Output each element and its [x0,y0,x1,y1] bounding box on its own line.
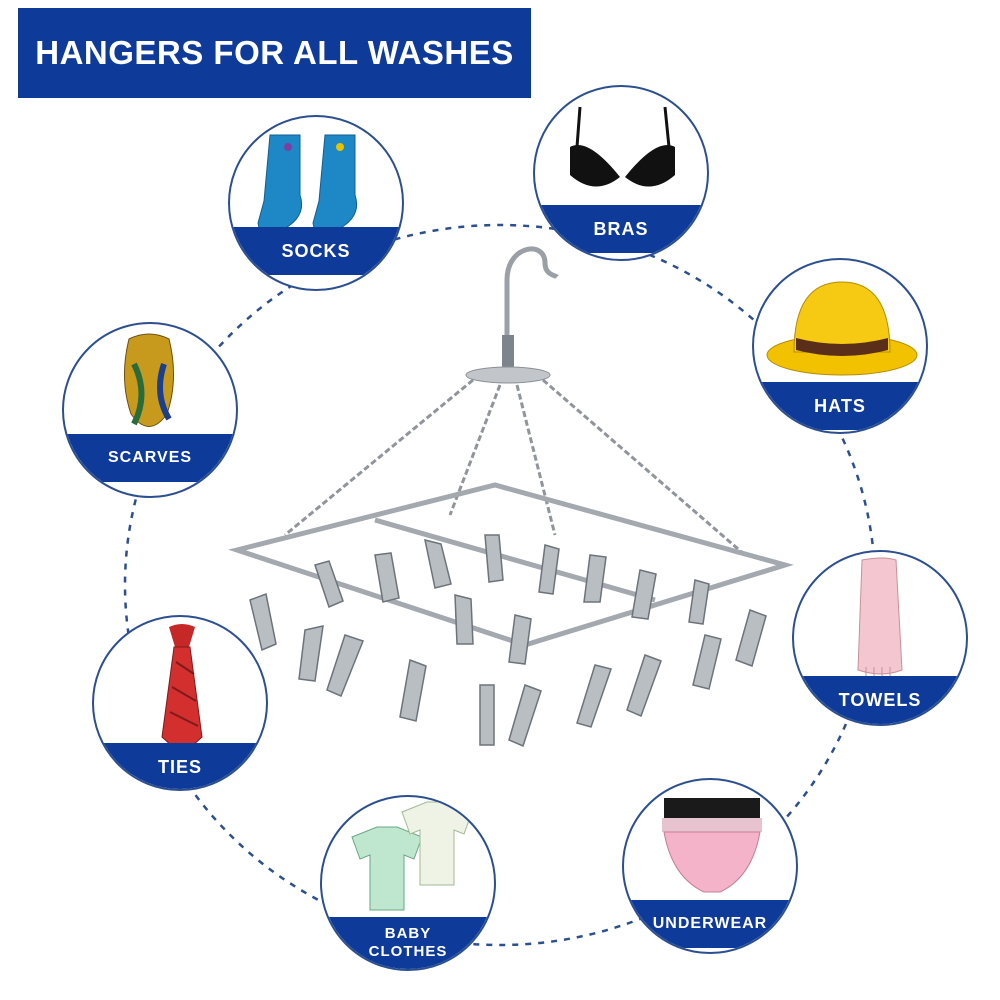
category-label: BRAS [593,219,649,239]
category-hats: HATS [752,258,928,434]
hat-icon [766,281,918,376]
category-ties: TIES [92,615,268,791]
category-baby-clothes: BABY CLOTHES [320,795,496,971]
page-title: HANGERS FOR ALL WASHES [35,34,514,71]
category-label: BABY [384,925,432,942]
bra-icon [570,106,675,187]
category-bras: BRAS [533,85,709,261]
category-label: TIES [157,757,202,777]
category-socks: SOCKS [228,115,404,291]
category-label-line2: CLOTHES [368,943,448,960]
header-banner: HANGERS FOR ALL WASHES [18,8,531,98]
category-label: TOWELS [838,690,922,710]
category-underwear: UNDERWEAR [622,778,798,954]
towel-icon [857,557,903,677]
clip-hanger-illustration [228,246,794,748]
category-label: SOCKS [281,241,351,261]
category-scarves: SCARVES [62,322,238,498]
scarf-icon [123,333,175,427]
socks-icon [257,134,358,237]
baby-clothes-icon [351,801,473,911]
category-label: SCARVES [107,449,193,466]
category-label: HATS [814,396,866,416]
category-label: UNDERWEAR [652,915,768,932]
category-towels: TOWELS [792,550,968,726]
underwear-icon [662,798,762,893]
